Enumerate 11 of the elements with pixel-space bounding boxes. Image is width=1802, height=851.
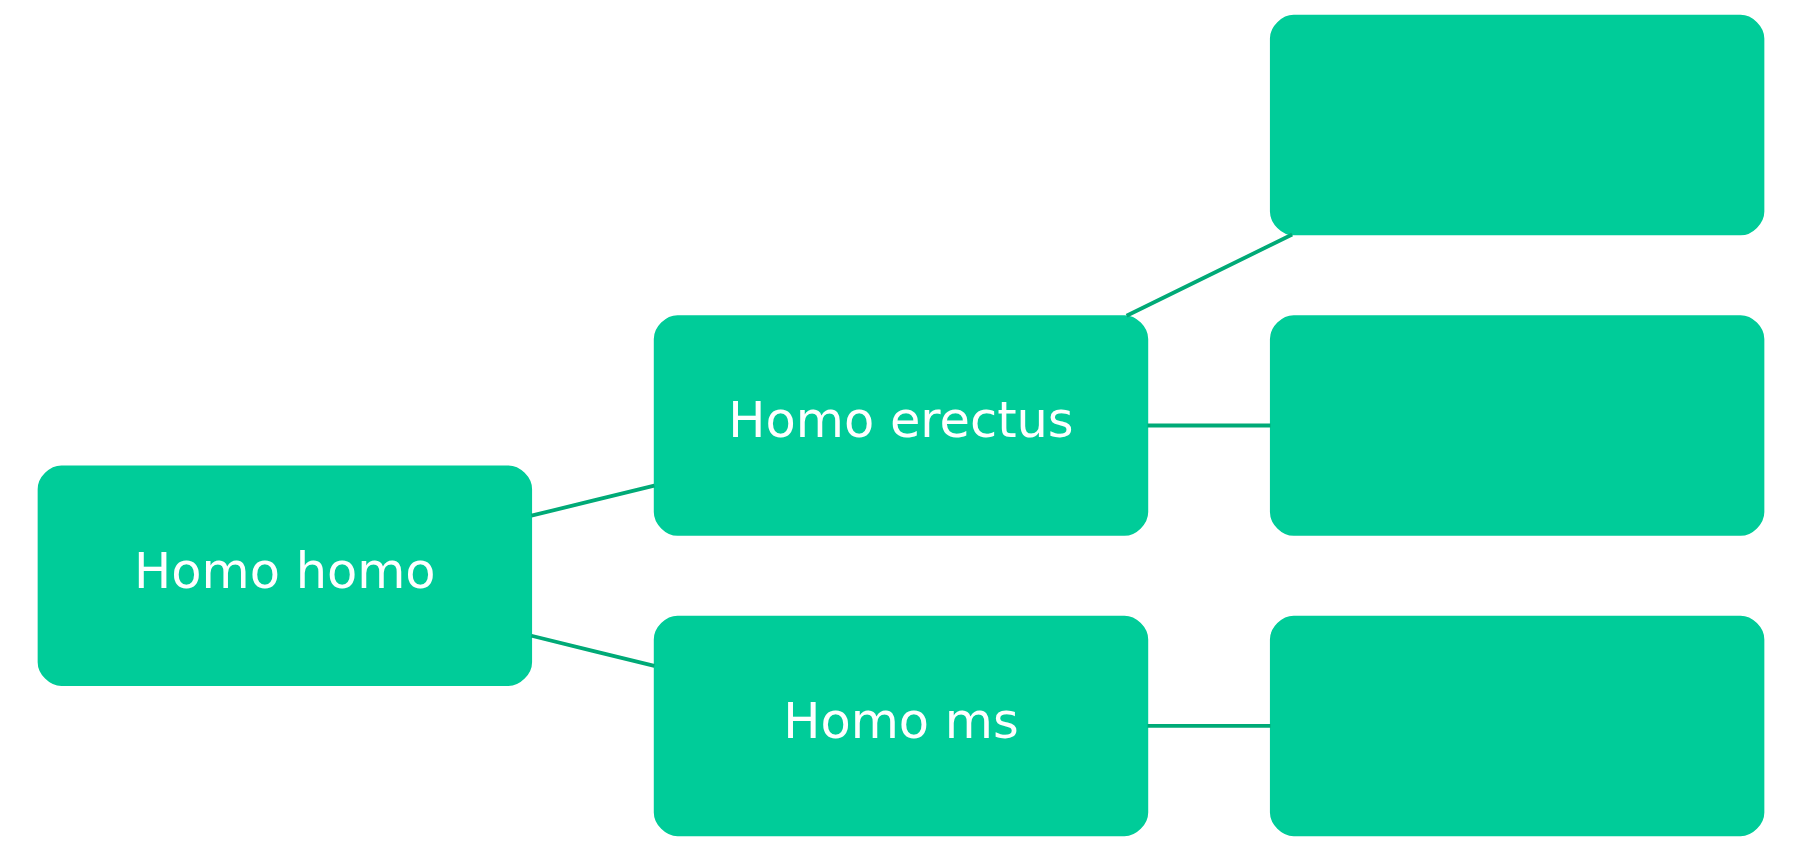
connector xyxy=(1147,423,1271,428)
node-box: Homo homo xyxy=(37,465,533,687)
node-box xyxy=(1269,14,1765,236)
node-box: Homo ms xyxy=(653,615,1149,837)
connector xyxy=(1147,724,1271,728)
connector xyxy=(1125,232,1293,318)
node-box xyxy=(1269,615,1765,837)
connector xyxy=(530,483,655,518)
node-box: Homo erectus xyxy=(653,315,1149,536)
connector xyxy=(530,633,655,668)
node-box xyxy=(1269,315,1765,536)
